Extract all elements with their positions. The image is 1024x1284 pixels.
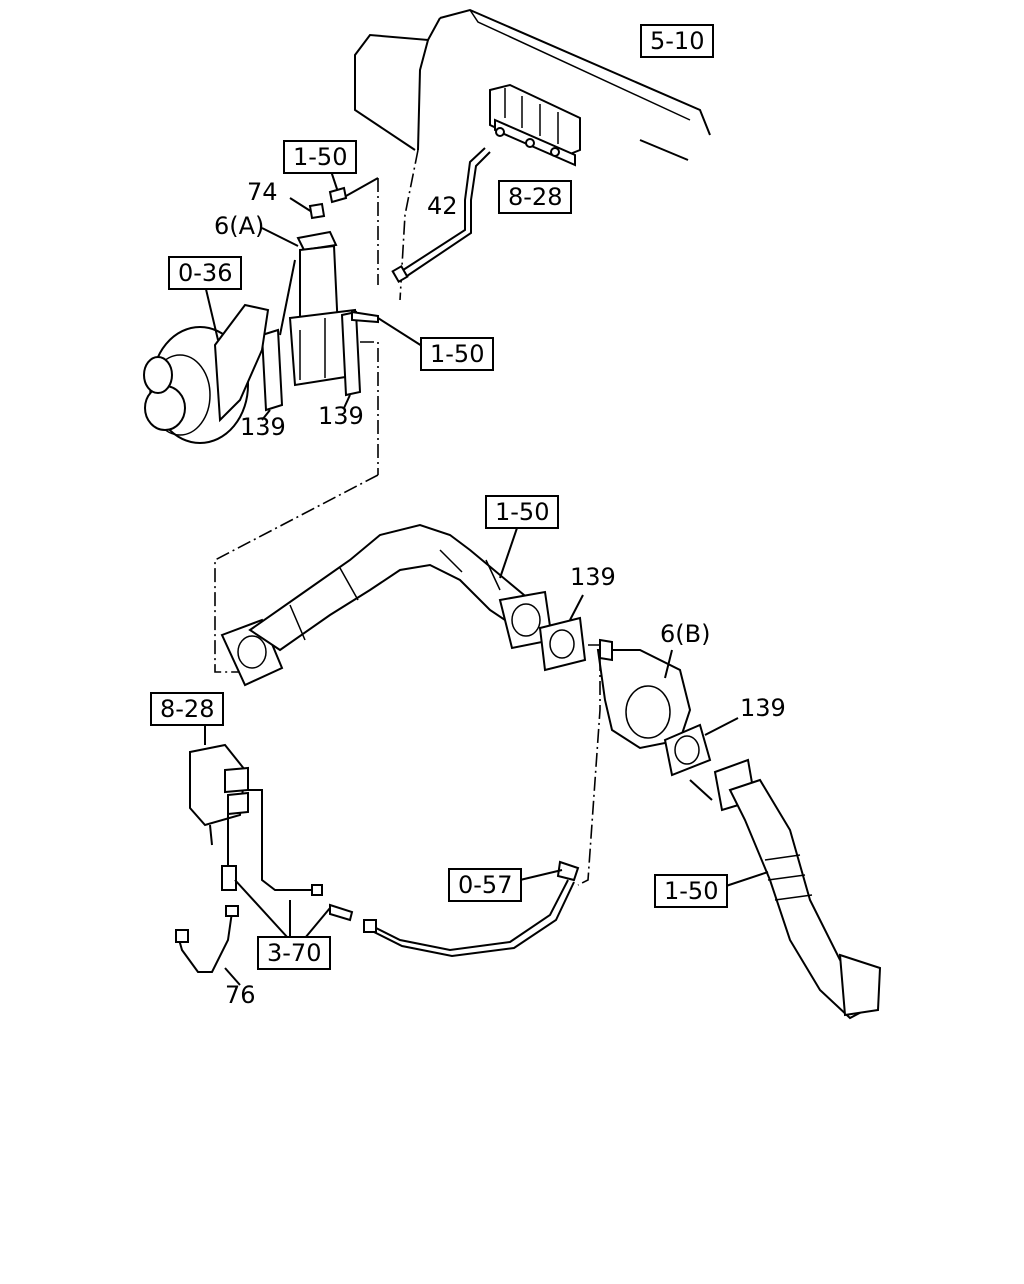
exhaust-pipe-mid-illustration	[220, 523, 554, 687]
callout-42: 42	[427, 192, 458, 220]
ref-box-bolt-lower[interactable]: 1-50	[420, 337, 495, 371]
callout-139-mid: 139	[570, 563, 616, 591]
gasket-lower-illustration	[663, 723, 712, 777]
injector-rail-illustration	[489, 83, 581, 167]
ref-box-engine-block[interactable]: 5-10	[640, 24, 715, 58]
ref-box-injector-rail[interactable]: 8-28	[498, 180, 573, 214]
ref-box-exhaust-pipe-lower[interactable]: 1-50	[654, 874, 729, 908]
ref-box-turbocharger[interactable]: 0-36	[168, 256, 243, 290]
exhaust-pipe-lower-illustration	[689, 758, 882, 1020]
callout-139-lower: 139	[740, 694, 786, 722]
gasket-right-illustration	[340, 310, 362, 397]
gasket-mid-illustration	[538, 616, 587, 672]
ref-box-control-valve[interactable]: 8-28	[150, 692, 225, 726]
callout-74: 74	[247, 178, 278, 206]
bracket-a-illustration	[261, 227, 360, 387]
callout-76: 76	[225, 981, 256, 1009]
callout-139-right: 139	[318, 402, 364, 430]
callout-6b: 6(B)	[660, 620, 711, 648]
ref-box-exhaust-pipe-mid[interactable]: 1-50	[485, 495, 560, 529]
gasket-left-illustration	[260, 328, 284, 412]
control-valve-illustration	[189, 720, 263, 850]
turbocharger-illustration	[143, 284, 270, 444]
pipe-42-illustration	[399, 147, 486, 273]
ref-box-connector[interactable]: 0-57	[448, 868, 523, 902]
callout-139-left: 139	[240, 413, 286, 441]
ref-box-bolt-upper[interactable]: 1-50	[283, 140, 358, 174]
ref-box-fitting[interactable]: 3-70	[257, 936, 332, 970]
callout-6a: 6(A)	[214, 212, 265, 240]
